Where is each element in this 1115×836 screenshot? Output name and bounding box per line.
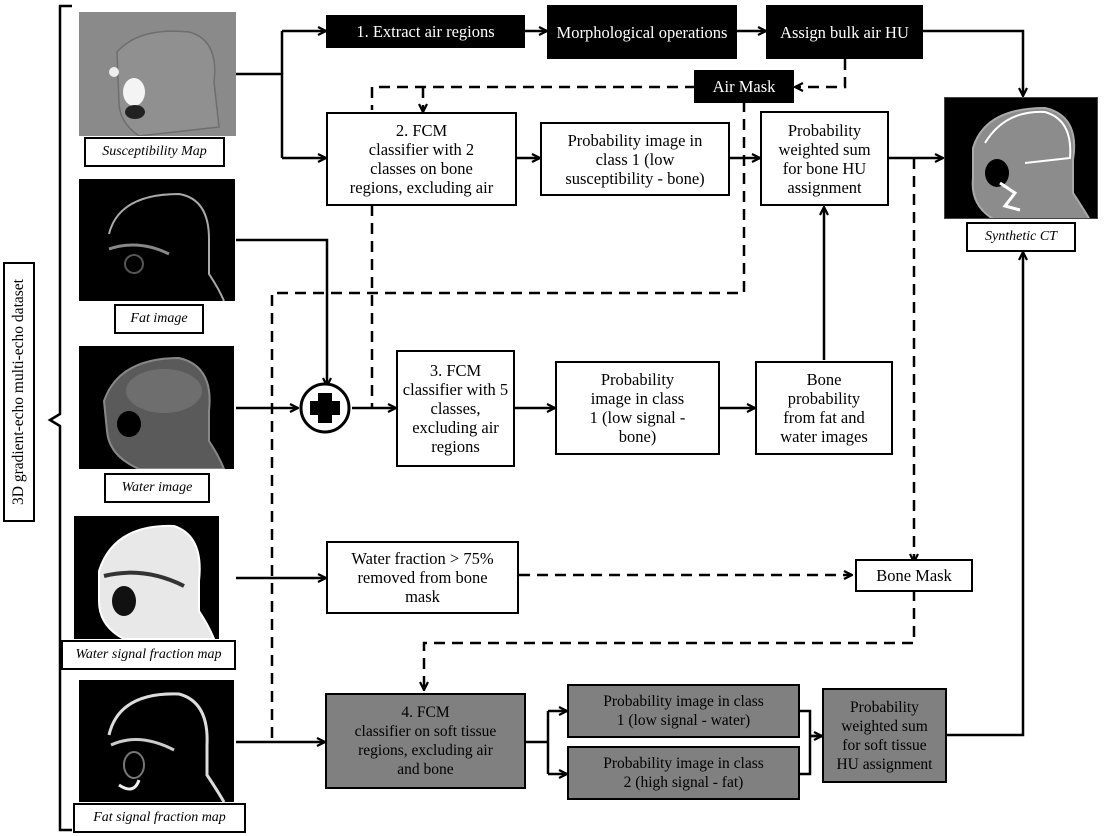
fat-signal-fraction-map-caption: Fat signal fraction map — [73, 803, 246, 833]
arrow-to-extract-air — [280, 31, 326, 74]
water-signal-fraction-map-image — [74, 516, 219, 639]
arrow-air-to-ct — [923, 29, 1023, 96]
fcm4-classifier-box: 4. FCM classifier on soft tissue regions… — [325, 693, 526, 789]
fat-image-caption: Fat image — [114, 304, 204, 334]
water-fraction-removed-box: Water fraction > 75% removed from bone m… — [326, 541, 519, 614]
arrow-soft-sum-to-ct — [947, 252, 1023, 737]
susceptibility-map-caption: Susceptibility Map — [84, 137, 225, 167]
probability-water-box: Probability image in class 1 (low signal… — [567, 684, 800, 738]
water-image — [79, 346, 234, 469]
probability-susceptibility-box: Probability image in class 1 (low suscep… — [540, 122, 730, 196]
water-image-caption: Water image — [104, 473, 210, 503]
air-mask-box: Air Mask — [694, 70, 794, 103]
fcm2-classifier-box: 2. FCM classifier with 2 classes on bone… — [326, 112, 517, 206]
bone-mask-box: Bone Mask — [855, 559, 973, 592]
assign-bulk-air-hu-box: Assign bulk air HU — [766, 5, 923, 59]
line-susc-split — [236, 72, 284, 158]
morphological-operations-box: Morphological operations — [547, 5, 737, 59]
fcm3-classifier-box: 3. FCM classifier with 5 classes, exclud… — [396, 350, 515, 467]
line-merge — [800, 709, 820, 776]
fat-signal-fraction-map-image — [79, 680, 234, 802]
probability-fat-box: Probability image in class 2 (high signa… — [567, 746, 800, 800]
extract-air-regions-box: 1. Extract air regions — [326, 15, 525, 48]
soft-tissue-weighted-sum-box: Probability weighted sum for soft tissue… — [822, 688, 947, 783]
arrow-fat-to-sum — [236, 238, 327, 386]
line-fcm4-split — [526, 711, 550, 774]
dashed-airmask-down — [270, 101, 746, 742]
water-signal-fraction-map-caption: Water signal fraction map — [61, 640, 236, 670]
synthetic-ct-caption: Synthetic CT — [966, 222, 1076, 252]
bone-probability-fat-water-box: Bone probability from fat and water imag… — [755, 361, 893, 455]
dataset-bracket — [47, 4, 72, 832]
probability-low-signal-box: Probability image in class 1 (low signal… — [555, 361, 720, 455]
dataset-label: 3D gradient-echo multi-echo dataset — [3, 262, 35, 522]
bone-hu-weighted-sum-box: Probability weighted sum for bone HU ass… — [760, 111, 889, 206]
susceptibility-map-image — [79, 12, 236, 136]
dashed-assign-to-airmask — [795, 59, 847, 87]
sum-operator-icon — [299, 382, 351, 434]
fat-image — [79, 179, 235, 301]
dashed-bone-mask-to-fcm4 — [424, 590, 916, 690]
synthetic-ct-image — [944, 97, 1098, 219]
